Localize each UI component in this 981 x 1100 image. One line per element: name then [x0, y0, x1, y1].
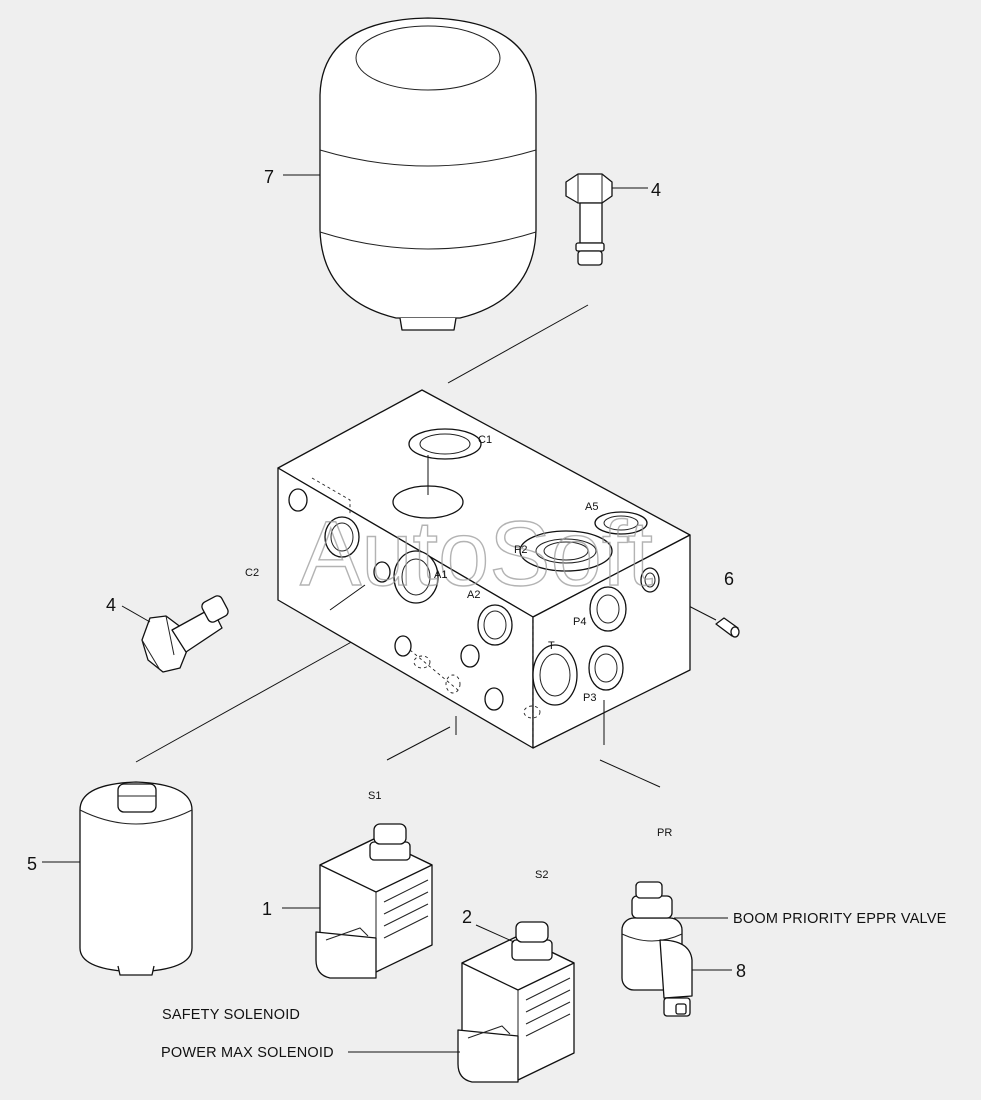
accumulator-7 — [283, 17, 537, 331]
watermark: AutoSoft — [300, 503, 653, 605]
callout-1: 1 — [262, 899, 272, 919]
set-screw-6 — [715, 617, 740, 638]
callout-5: 5 — [27, 854, 37, 874]
port-label-a2: A2 — [467, 589, 480, 601]
callout-6: 6 — [724, 569, 734, 589]
port-label-p2: P2 — [514, 544, 527, 556]
port-label-s1: S1 — [368, 790, 381, 802]
solenoid-s1 — [282, 823, 433, 979]
port-label-s2: S2 — [535, 869, 548, 881]
callout-8: 8 — [736, 961, 746, 981]
port-label-p4: P4 — [573, 616, 586, 628]
solenoid-s2 — [457, 921, 575, 1083]
cylinder-5 — [42, 781, 193, 976]
port-label-p3: P3 — [583, 692, 596, 704]
caption-power-max-solenoid: POWER MAX SOLENOID — [161, 1045, 334, 1061]
valve-block — [277, 389, 691, 749]
callout-2: 2 — [462, 907, 472, 927]
callout-4-top: 4 — [651, 180, 661, 200]
port-label-a5: A5 — [585, 501, 598, 513]
callout-7: 7 — [264, 167, 274, 187]
eppr-valve-8 — [621, 881, 732, 1017]
caption-boom-priority-eppr-valve: BOOM PRIORITY EPPR VALVE — [733, 911, 947, 927]
plug-4-left — [121, 595, 229, 673]
port-label-c2: C2 — [245, 567, 259, 579]
port-label-t: T — [548, 640, 555, 652]
callout-4-left: 4 — [106, 595, 116, 615]
port-label-a1: A1 — [434, 569, 447, 581]
plug-4-top — [565, 173, 648, 266]
caption-safety-solenoid: SAFETY SOLENOID — [162, 1007, 300, 1023]
port-label-c1: C1 — [478, 434, 492, 446]
port-label-pr: PR — [657, 827, 672, 839]
